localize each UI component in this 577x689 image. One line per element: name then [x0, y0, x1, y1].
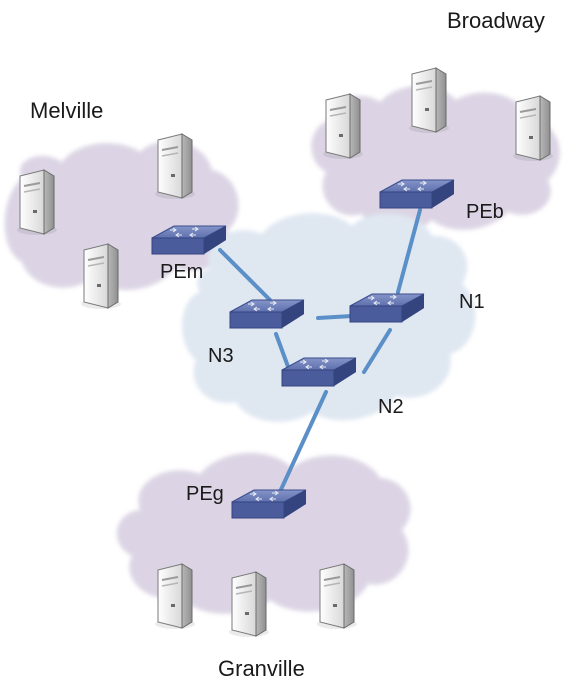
- link-n2-peg: [276, 390, 328, 498]
- node-label-n1: N1: [459, 291, 485, 313]
- link-n3-n2: [274, 332, 292, 374]
- server-icon: [512, 95, 554, 162]
- link-n1-peb: [396, 208, 422, 294]
- node-label-peb: PEb: [466, 201, 504, 223]
- server-icon: [16, 169, 58, 236]
- server-icon: [322, 93, 364, 160]
- server-icon: [316, 563, 358, 630]
- server-icon: [228, 571, 270, 638]
- server-icon: [408, 67, 450, 134]
- server-icon: [80, 243, 122, 310]
- granville-servers: [154, 563, 358, 638]
- node-label-pem: PEm: [160, 261, 203, 283]
- site-label-melville: Melville: [30, 98, 103, 123]
- site-label-granville: Granville: [218, 656, 305, 681]
- link-n3-n1: [316, 314, 354, 320]
- link-pem-n3: [218, 248, 272, 302]
- node-label-peg: PEg: [186, 483, 224, 505]
- links: [218, 208, 422, 498]
- node-label-n2: N2: [378, 396, 404, 418]
- node-label-n3: N3: [208, 345, 234, 367]
- broadway-site-cloud: [311, 86, 560, 233]
- site-label-broadway: Broadway: [447, 8, 545, 33]
- server-icon: [154, 563, 196, 630]
- link-n1-n2: [362, 328, 392, 374]
- server-icon: [154, 133, 196, 200]
